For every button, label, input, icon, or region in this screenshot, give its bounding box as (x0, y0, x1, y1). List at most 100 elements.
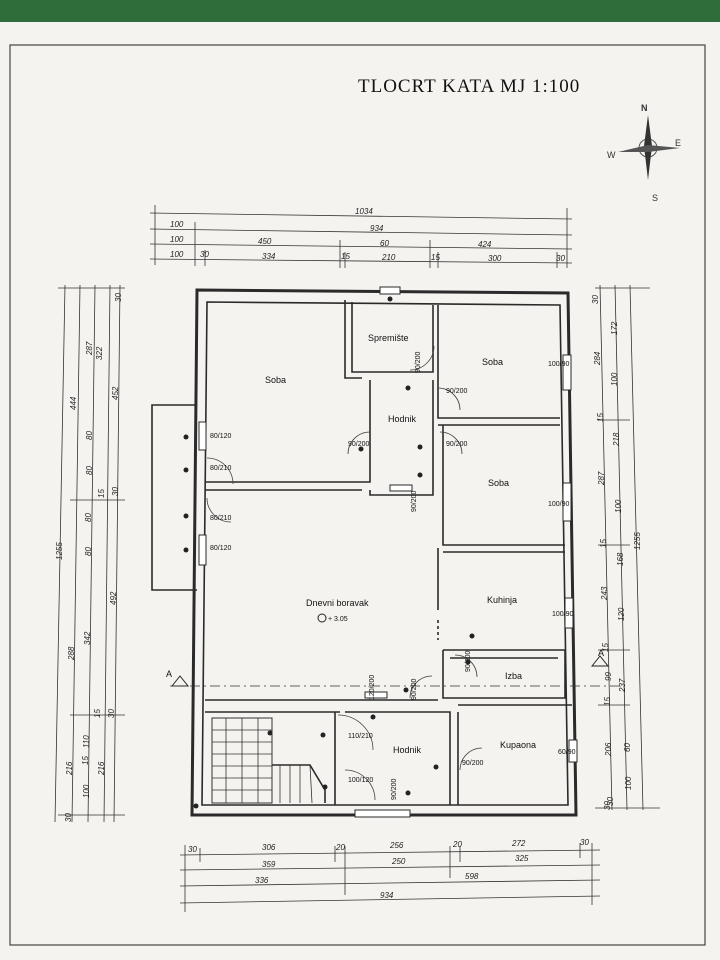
door-label: 90/200 (446, 388, 468, 395)
dim-label: 30 (580, 838, 589, 847)
room-kuhinja: Kuhinja (487, 595, 517, 605)
dim-label: 80 (85, 431, 94, 440)
section-mark-left: A (166, 669, 172, 679)
door-label: 90/200 (411, 490, 418, 512)
dim-label: 20 (335, 843, 345, 852)
room-hodnik-2: Hodnik (393, 745, 422, 755)
room-soba-2: Soba (482, 357, 503, 367)
dim-label: 359 (262, 860, 276, 869)
room-soba-1: Soba (265, 375, 286, 385)
dim-label: 100 (170, 250, 184, 259)
door-label: 90/200 (391, 778, 398, 800)
compass-e: E (675, 138, 681, 148)
dim-label: 100 (610, 372, 619, 386)
dim-label: 15 (603, 697, 612, 706)
paper (0, 22, 720, 960)
door-label: 110/210 (348, 733, 373, 740)
room-soba-3: Soba (488, 478, 509, 488)
dim-label: 30 (591, 295, 600, 304)
room-hodnik-1: Hodnik (388, 414, 417, 424)
dim-label: 15 (93, 709, 102, 718)
door-label: 80/120 (210, 433, 232, 440)
dim-label: 20 (452, 840, 462, 849)
dim-label: 80 (84, 513, 93, 522)
dim-label: 1255 (633, 532, 642, 550)
window-label: 60/90 (558, 749, 576, 756)
door-label: 100/120 (348, 777, 373, 784)
dim-label: 100 (624, 776, 633, 790)
dim-label: 336 (255, 876, 269, 885)
door-label: 120/200 (369, 675, 376, 700)
dim-label: 444 (69, 396, 78, 410)
dim-label: 342 (83, 631, 92, 645)
dim-label: 934 (370, 224, 384, 233)
door-label: 90/200 (348, 441, 370, 448)
section-marks: A A (166, 648, 620, 687)
dim-label: 210 (381, 253, 396, 262)
dim-label: 450 (258, 237, 272, 246)
windows (198, 286, 578, 818)
dim-label: 287 (85, 341, 94, 356)
dim-label: 15 (431, 253, 440, 262)
door-label: 80/210 (210, 465, 232, 472)
room-dnevni-boravak: Dnevni boravak (306, 598, 369, 608)
dim-label: 598 (465, 872, 479, 881)
dim-label: 30 (606, 797, 615, 806)
dim-label: 288 (67, 646, 76, 661)
door-label: 80/120 (210, 545, 232, 552)
door-label: 90/200 (462, 760, 484, 767)
light-fixtures (183, 296, 475, 809)
dim-label: 172 (610, 321, 619, 335)
section-mark-right: A (598, 648, 604, 658)
dim-label: 300 (488, 254, 502, 263)
dim-label: 60 (623, 743, 632, 752)
staircase (211, 717, 326, 804)
dim-label: 30 (111, 487, 120, 496)
room-labels: Soba Spremište Soba Hodnik Soba Dnevni b… (265, 333, 536, 755)
window-label: 100/90 (552, 611, 574, 618)
dim-label: 30 (603, 801, 612, 810)
compass-s: S (652, 193, 658, 203)
dim-top-total: 1034 (355, 207, 373, 216)
walls (151, 288, 578, 817)
dim-label: 237 (618, 678, 627, 693)
dim-label: 168 (616, 552, 625, 566)
dim-label: 30 (107, 709, 116, 718)
door-label: 90/200 (446, 441, 468, 448)
dim-label: 325 (515, 854, 529, 863)
dim-label: 15 (341, 252, 350, 261)
dim-label: 218 (612, 432, 621, 447)
dim-label: 15 (599, 539, 608, 548)
window-label: 100/90 (548, 501, 570, 508)
room-spremiste: Spremište (368, 333, 409, 343)
dim-label: 216 (65, 761, 74, 776)
dim-label: 243 (600, 586, 609, 601)
door-swings (206, 345, 483, 801)
compass-n: N (641, 103, 648, 113)
bottom-dimensions: 30 306 20 256 20 272 30 359 250 325 336 … (179, 838, 601, 912)
door-label: 80/210 (210, 515, 232, 522)
dim-label: 80 (84, 547, 93, 556)
dim-label: 424 (478, 240, 492, 249)
compass-w: W (607, 150, 616, 160)
room-izba: Izba (505, 671, 522, 681)
room-kupaona: Kupaona (500, 740, 536, 750)
door-labels: 90/200 90/200 90/200 90/200 80/120 80/21… (210, 351, 576, 800)
dim-label: 15 (81, 756, 90, 765)
dim-label: 322 (95, 346, 104, 360)
dim-label: 15 (601, 643, 610, 652)
dim-label: 30 (200, 250, 209, 259)
door-label: 90/200 (415, 351, 422, 373)
door-label: 90/200 (411, 678, 418, 700)
top-dimensions: 1034 100 934 100 450 60 424 100 30 334 1… (149, 205, 573, 268)
floor-level: + 3.05 (328, 616, 348, 623)
dim-label: 256 (389, 841, 404, 850)
dim-label: 216 (97, 761, 106, 776)
dim-label: 15 (97, 489, 106, 498)
dim-label: 284 (593, 351, 602, 366)
dim-label: 492 (109, 591, 118, 605)
dim-label: 60 (380, 239, 389, 248)
left-dimensions: 1255 444 288 216 30 287 80 80 80 80 342 … (54, 284, 125, 823)
dim-label: 110 (82, 735, 91, 748)
